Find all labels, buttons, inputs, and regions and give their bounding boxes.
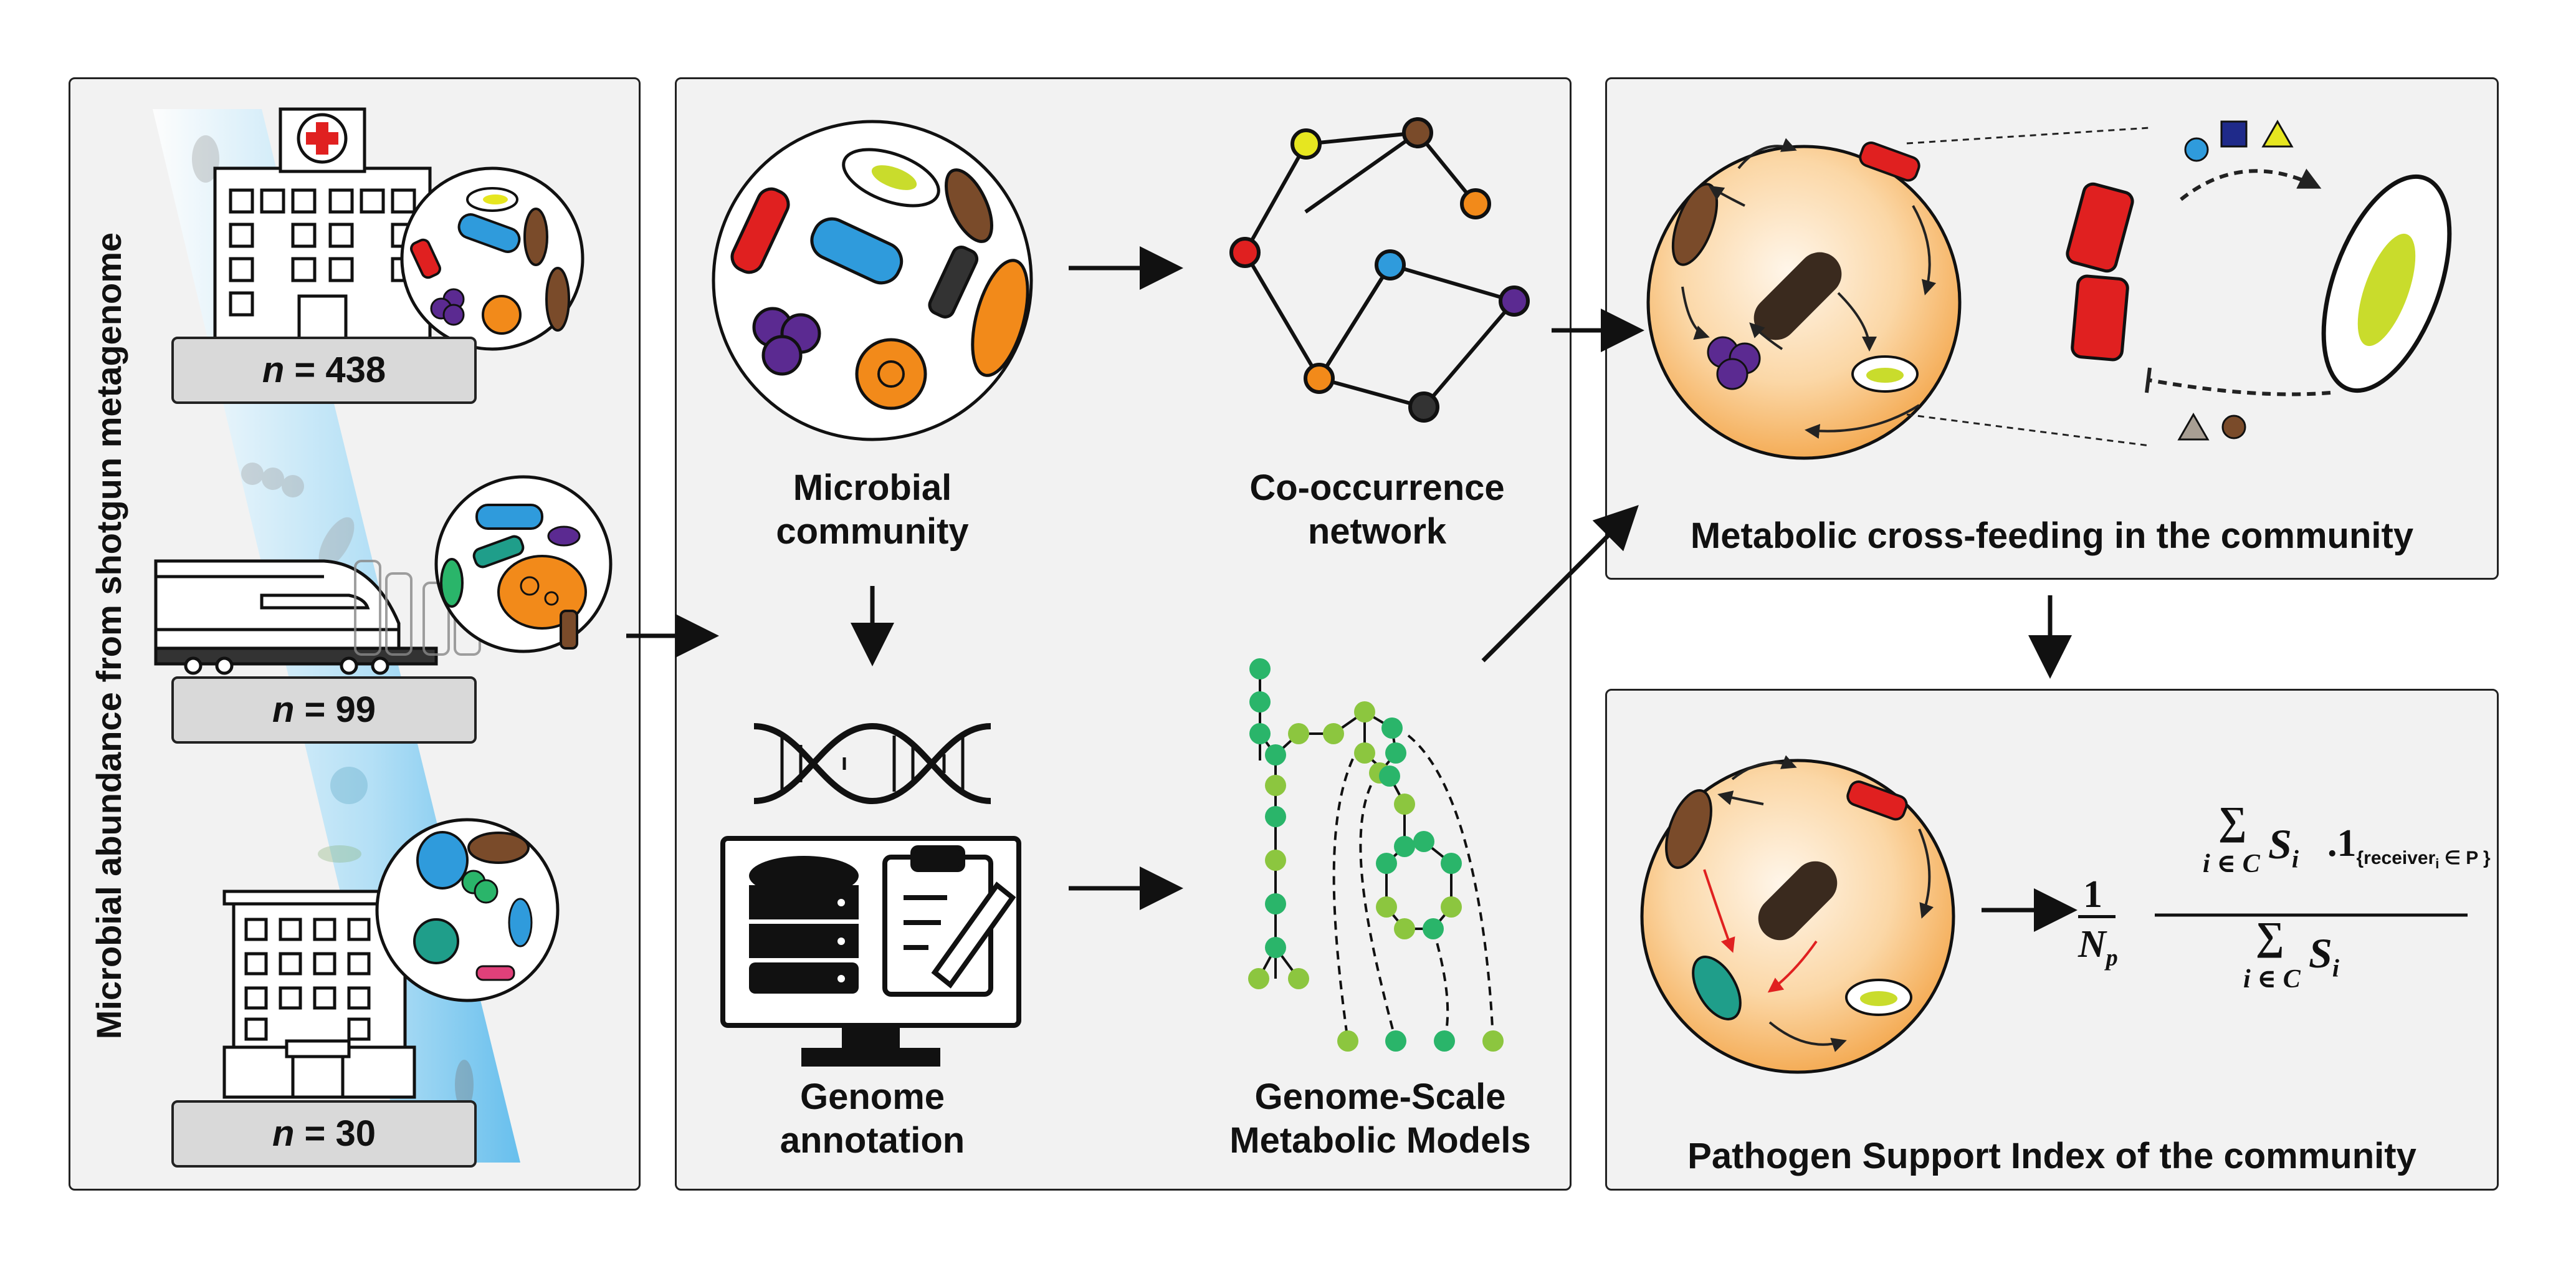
- formula-prefactor-bar: [2078, 915, 2116, 918]
- clipboard-icon: [882, 845, 1016, 997]
- formula-receiver-index: i: [2435, 856, 2440, 872]
- database-icon: [749, 856, 859, 994]
- count-badge-train: n = 99: [171, 676, 477, 744]
- count-variable: n: [262, 350, 285, 390]
- title-pathogen-support-index: Pathogen Support Index of the community: [1687, 1136, 2416, 1176]
- building-community: [375, 818, 560, 1002]
- dna-icon: [753, 722, 991, 805]
- formula-np-symbol: N: [2078, 923, 2106, 966]
- microbial-community-icon: [712, 120, 1033, 441]
- count-value: = 438: [284, 350, 386, 390]
- count-badge-building: n = 30: [171, 1100, 477, 1168]
- formula-np-subscript: p: [2106, 944, 2118, 971]
- hospital-community: [400, 166, 584, 351]
- gsmm-nodes: [1248, 658, 1504, 1052]
- label-microbial-community: Microbial community: [748, 466, 997, 554]
- formula-one: 1: [2083, 873, 2102, 916]
- formula-receiver-text: {receiver: [2356, 848, 2436, 869]
- formula-numerator-s: Si: [2268, 820, 2299, 874]
- label-line: community: [776, 511, 969, 552]
- count-value: = 99: [294, 689, 376, 730]
- formula-s-subscript: i: [2291, 845, 2299, 873]
- label-line: Metabolic Models: [1229, 1120, 1531, 1161]
- train-community: [434, 475, 613, 653]
- train-icon: [154, 559, 481, 675]
- label-line: annotation: [780, 1120, 965, 1161]
- count-badge-hospital: n = 438: [171, 337, 477, 404]
- arrow-gsmm-to-crossfeeding: [1481, 505, 1639, 663]
- label-line: Co-occurrence: [1249, 468, 1505, 508]
- label-line: Genome: [799, 1077, 945, 1117]
- formula-denominator-s: Si: [2309, 929, 2339, 983]
- abundance-axis-title: Microbial abundance from shotgun metagen…: [89, 232, 128, 1040]
- label-line: Microbial: [793, 468, 952, 508]
- count-value: = 30: [294, 1113, 376, 1154]
- formula-in-p-text: ∈ P }: [2439, 848, 2491, 869]
- faint-microbes: [192, 135, 474, 1110]
- formula-s-subscript: i: [2332, 954, 2339, 982]
- count-variable: n: [272, 1113, 295, 1154]
- formula-s-symbol: S: [2309, 929, 2332, 977]
- formula-sum-bottom: ∑: [2256, 914, 2284, 958]
- count-variable: n: [272, 689, 295, 730]
- formula-index-top: i ∈ C: [2203, 850, 2260, 878]
- formula-indicator: .1{receiveri ∈ P }: [2327, 822, 2491, 872]
- formula-index-bottom: i ∈ C: [2243, 965, 2301, 994]
- label-gsmm: Genome-Scale Metabolic Models: [1200, 1075, 1561, 1163]
- label-cooccurrence-network: Co-occurrence network: [1215, 466, 1539, 554]
- crossfeeding-community-icon: [1646, 138, 1962, 460]
- label-line: Genome-Scale: [1254, 1077, 1506, 1117]
- crossfeeding-detail: [2066, 119, 2452, 441]
- formula-sum-top: ∑: [2218, 799, 2247, 843]
- hospital-icon: [213, 107, 432, 345]
- building-icon: [222, 890, 416, 1099]
- label-line: network: [1307, 511, 1447, 552]
- label-genome-annotation: Genome annotation: [748, 1075, 997, 1163]
- flow-arrows: [626, 246, 2077, 932]
- title-cross-feeding: Metabolic cross-feeding in the community: [1690, 516, 2414, 556]
- zoom-lines: [1906, 127, 2150, 447]
- psi-community-icon: [1640, 755, 1955, 1074]
- formula-np: Np: [2078, 923, 2118, 971]
- formula-indicator-symbol: 1: [2337, 822, 2357, 865]
- formula-indicator-subscript: {receiveri ∈ P }: [2356, 848, 2491, 872]
- formula-s-symbol: S: [2268, 820, 2292, 868]
- cooccurrence-network-icon: [1229, 117, 1530, 423]
